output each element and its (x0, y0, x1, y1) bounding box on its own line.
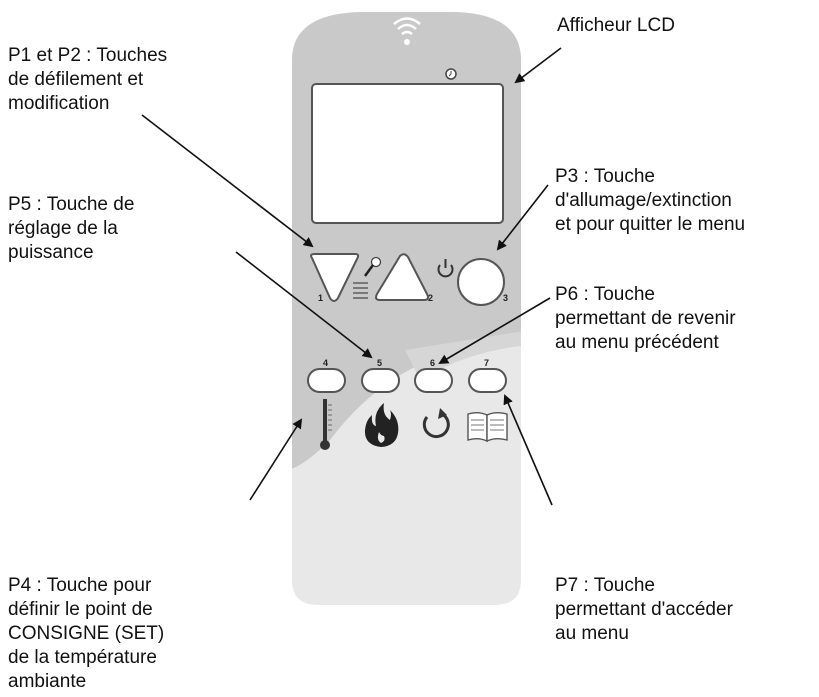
arrow-p1p2 (141, 114, 314, 248)
refresh-icon (422, 412, 450, 439)
power-icon (437, 259, 454, 278)
arrow-p4 (249, 418, 303, 501)
lcd-display (311, 83, 504, 224)
button-number-4: 4 (323, 358, 328, 368)
label-lcd: Afficheur LCD (557, 15, 675, 36)
magnifier-icon (363, 256, 382, 277)
arrow-p7 (503, 394, 553, 506)
flame-icon (364, 403, 399, 447)
button-number-7: 7 (484, 358, 489, 368)
arrow-p6 (438, 297, 551, 365)
p3-power-button[interactable] (457, 258, 505, 306)
p5-power-level-button[interactable] (361, 368, 400, 393)
p7-menu-button[interactable] (468, 368, 507, 393)
p6-back-button[interactable] (414, 368, 453, 393)
label-p5: P5 : Touche de réglage de la puissance (8, 194, 135, 263)
label-p6: P6 : Touche permettant de revenir au men… (555, 284, 736, 353)
p2-up-button[interactable] (375, 253, 429, 301)
list-icon (353, 282, 368, 299)
button-number-1: 1 (318, 293, 323, 303)
arrow-p5 (235, 251, 373, 359)
button-number-5: 5 (377, 358, 382, 368)
label-p7: P7 : Touche permettant d'accéder au menu (555, 575, 733, 644)
arrow-lcd (514, 47, 562, 84)
arrow-p3 (496, 184, 549, 251)
label-p1p2: P1 et P2 : Touches de défilement et modi… (8, 45, 168, 114)
wifi-icon (393, 17, 421, 45)
book-icon (467, 412, 508, 443)
label-p4: P4 : Touche pour définir le point de CON… (8, 575, 165, 692)
button-number-6: 6 (430, 358, 435, 368)
p1-down-button[interactable] (310, 253, 360, 302)
button-number-2: 2 (428, 293, 433, 303)
thermometer-icon (320, 399, 332, 450)
clock-icon (445, 68, 457, 80)
p4-setpoint-button[interactable] (307, 368, 346, 393)
label-p3: P3 : Touche d'allumage/extinction et pou… (555, 166, 746, 235)
button-number-3: 3 (503, 293, 508, 303)
